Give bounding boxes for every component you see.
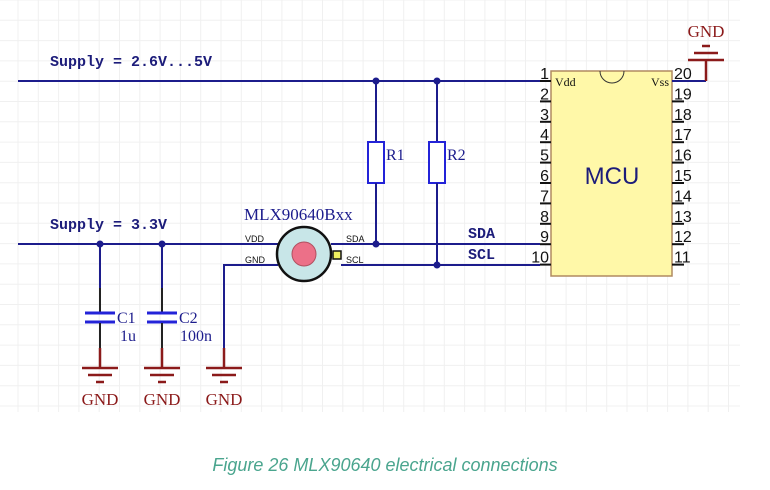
mcu-pin-number: 7: [540, 188, 549, 205]
ground-symbol-sensor: [206, 264, 278, 384]
gnd-label-c1: GND: [82, 390, 119, 409]
mcu-pin-number: 17: [674, 127, 692, 144]
r1-label: R1: [386, 147, 405, 164]
mcu-pin-number: 16: [674, 148, 692, 165]
ground-symbol-c2: [144, 348, 180, 384]
mcu-right-pins: 20 19 18 17 16 15 14 13 12 11: [672, 66, 692, 267]
resistor-r2: R2: [428, 81, 466, 265]
gnd-label-c2: GND: [144, 390, 181, 409]
mcu-pin-number: 13: [674, 209, 692, 226]
sensor-pin-sda: SDA: [346, 234, 365, 244]
mcu-pin-number: 4: [540, 127, 549, 144]
mcu-pin-number: 5: [540, 148, 549, 165]
sensor-mlx90640: MLX90640Bxx VDD GND SDA SCL: [244, 205, 365, 283]
mcu-notch: [599, 70, 625, 84]
junction-sda: [372, 240, 380, 248]
gnd-label-mcu: GND: [688, 22, 725, 41]
mcu-pin-number: 2: [540, 86, 549, 103]
resistor-r1: R1: [367, 81, 405, 244]
sensor-pin-gnd: GND: [245, 255, 266, 265]
mcu-pin-number: 14: [674, 188, 692, 205]
scl-net-label: SCL: [468, 247, 495, 264]
c1-ref: C1: [117, 310, 136, 327]
mcu-pin-number: 12: [674, 229, 692, 246]
mcu-pin-number: 9: [540, 229, 549, 246]
supply-main-label: Supply = 2.6V...5V: [50, 54, 212, 71]
gnd-label-sensor: GND: [206, 390, 243, 409]
sensor-lens: [291, 241, 317, 267]
mcu-left-pins: 1 2 3 4 5 6 7 8 9 10: [531, 66, 551, 267]
junction-scl: [433, 261, 441, 269]
ground-symbol-c1: [82, 348, 118, 384]
sda-net-label: SDA: [468, 226, 495, 243]
supply-sensor-label: Supply = 3.3V: [50, 217, 167, 234]
c1-value: 1u: [120, 328, 136, 345]
mcu-pin-number: 11: [674, 250, 691, 267]
sensor-name: MLX90640Bxx: [244, 205, 353, 224]
mcu-pin-number: 6: [540, 168, 549, 185]
mcu-pin-number: 20: [674, 66, 692, 83]
mcu-pin-number: 8: [540, 209, 549, 226]
schematic-diagram: Supply = 2.6V...5V R1 R2 Supply = 3.3V C…: [0, 0, 740, 412]
mcu-pin-number: 19: [674, 86, 692, 103]
r2-label: R2: [447, 147, 466, 164]
mcu-vdd-label: Vdd: [555, 75, 576, 89]
sensor-pin-vdd: VDD: [245, 234, 265, 244]
c2-value: 100n: [180, 328, 212, 345]
mcu-pin-number: 10: [531, 250, 549, 267]
mcu-name: MCU: [585, 163, 640, 190]
mcu-vss-label: Vss: [651, 75, 669, 89]
capacitor-c2: C2 100n: [147, 244, 212, 348]
figure-caption: Figure 26 MLX90640 electrical connection…: [212, 455, 558, 475]
mcu-pin-number: 15: [674, 168, 692, 185]
mcu-pin-number: 3: [540, 107, 549, 124]
mcu-pin-number: 1: [540, 66, 549, 83]
sensor-pin1-marker: [332, 250, 342, 260]
ground-symbol-mcu: [688, 44, 724, 81]
mcu-body: [550, 70, 673, 277]
c2-ref: C2: [179, 310, 198, 327]
mcu-pin-number: 18: [674, 107, 692, 124]
sensor-pin-scl: SCL: [346, 255, 364, 265]
capacitor-c1: C1 1u: [85, 244, 136, 348]
